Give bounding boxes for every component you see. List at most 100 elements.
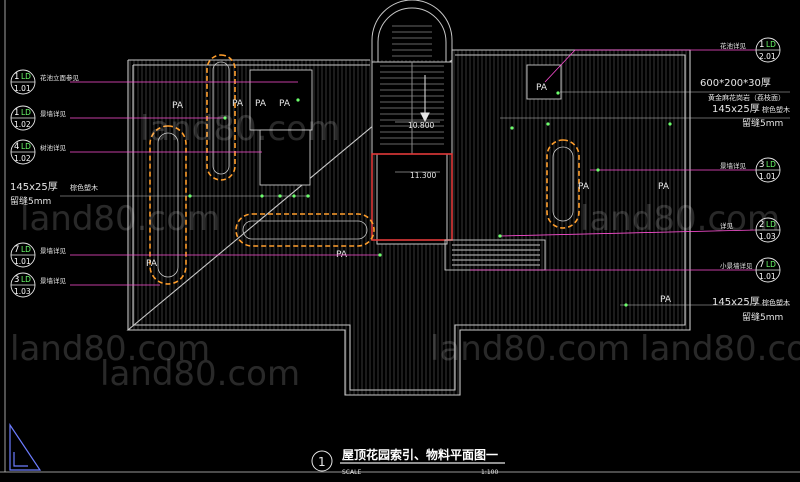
planter-3 <box>235 213 375 247</box>
callout-sheet: 1.01 <box>14 84 31 93</box>
callout-number: 7 <box>759 260 764 270</box>
planter-label-1: PA <box>172 101 184 111</box>
watermark-2: land80.com <box>20 199 220 239</box>
marker-dots <box>188 91 672 307</box>
callout-tag: LD <box>21 142 31 151</box>
callout-number: 4 <box>14 142 19 152</box>
planter-4 <box>546 139 580 229</box>
callout-tag: LD <box>766 260 776 269</box>
level-2: 11.300 <box>410 171 436 180</box>
leaders-left <box>70 81 380 286</box>
planter-label-9: PA <box>658 182 670 192</box>
material-note-right1-sub: 留缝5mm <box>742 117 783 129</box>
watermark-7: land80.com <box>100 354 300 394</box>
watermark-6: land80.com <box>640 329 800 369</box>
stair-arrow <box>420 75 430 123</box>
callout-tag: LD <box>21 108 31 117</box>
title-number: 1 <box>318 455 326 469</box>
callout-number: 7 <box>14 245 19 255</box>
level-1: 10.800 <box>408 121 434 130</box>
callout-note: 详见 <box>720 221 734 230</box>
watermarks: land80.com land80.com land80.com land80.… <box>10 109 800 394</box>
planter-2 <box>149 125 187 285</box>
leaders-right-material <box>500 91 790 306</box>
callout-sheet: 1.01 <box>759 272 776 281</box>
planter-label-5: PA <box>536 83 548 93</box>
watermark-3: land80.com <box>580 199 780 239</box>
watermark-4: land80.com <box>10 329 210 369</box>
roof-outline <box>126 49 691 396</box>
material-note-granite-sub: 黄金麻花岗岩（荔枝面） <box>708 93 785 102</box>
material-note-left-size: 145x25厚 <box>10 181 58 193</box>
callout-sheet: 1.02 <box>14 120 31 129</box>
planter-label-8: PA <box>578 182 590 192</box>
lift-core <box>371 153 453 241</box>
material-note-right1-size: 145x25厚 <box>712 103 760 115</box>
planters <box>149 54 580 285</box>
material-note-left-sub: 留缝5mm <box>10 195 51 207</box>
callout-sheet: 1.01 <box>759 172 776 181</box>
leaders-right <box>470 49 757 271</box>
title-text: 屋顶花园索引、物料平面图一 <box>342 447 498 462</box>
planter-label-10: PA <box>660 295 672 305</box>
watermark-5: land80.com <box>430 329 630 369</box>
title-block: 1 屋顶花园索引、物料平面图一 SCALE 1:100 <box>311 447 505 476</box>
callout-tag: LD <box>21 72 31 81</box>
callout-number: 3 <box>759 160 764 170</box>
callout-sheet: 1.03 <box>14 287 31 296</box>
callout-tag: LD <box>21 275 31 284</box>
callout-tag: LD <box>766 40 776 49</box>
ucs-icon <box>9 423 42 471</box>
material-notes: 145x25厚 棕色塑木 留缝5mm 600*200*30厚 黄金麻花岗岩（荔枝… <box>10 77 790 323</box>
callout-note: 景墙详见 <box>720 161 747 170</box>
callout-note: 花池详见 <box>720 41 747 50</box>
material-note-left-desc: 棕色塑木 <box>70 183 98 192</box>
planter-label-6: PA <box>146 259 158 269</box>
callout-note: 小景墙详见 <box>720 261 753 270</box>
callout-number: 1 <box>14 108 19 118</box>
material-note-right2-size: 145x25厚 <box>712 296 760 308</box>
scale-value: 1:100 <box>481 469 498 476</box>
callout-sheet: 2.01 <box>759 52 776 61</box>
watermark-1: land80.com <box>140 109 340 149</box>
planter-inner <box>157 61 574 278</box>
stair-steps <box>380 25 444 145</box>
callout-number: 1 <box>14 72 19 82</box>
callout-note: 景墙详见 <box>40 276 67 285</box>
planter-label-3: PA <box>255 99 267 109</box>
planter-label-2: PA <box>232 99 244 109</box>
callout-note: 景墙详见 <box>40 246 67 255</box>
material-note-granite-size: 600*200*30厚 <box>700 77 771 89</box>
callout-number: 3 <box>14 275 19 285</box>
callout-sheet: 1.02 <box>14 154 31 163</box>
callout-number: 1 <box>759 40 764 50</box>
level-markers: 10.800 11.300 <box>395 121 440 180</box>
callout-tag: LD <box>766 220 776 229</box>
callout-note: 花池立面参见 <box>40 73 80 82</box>
callout-number: 2 <box>759 220 764 230</box>
callout-sheet: 1.03 <box>759 232 776 241</box>
callout-note: 景墙详见 <box>40 109 67 118</box>
callout-note: 树池详见 <box>40 143 67 152</box>
material-note-right2-sub: 留缝5mm <box>742 311 783 323</box>
callout-tag: LD <box>766 160 776 169</box>
title-number-circle <box>311 450 333 472</box>
callout-tag: LD <box>21 245 31 254</box>
material-note-right1-desc: 棕色塑木 <box>762 105 790 114</box>
material-note-right2-desc: 棕色塑木 <box>762 298 790 307</box>
planter-label-4: PA <box>279 99 291 109</box>
scale-label: SCALE <box>342 469 361 476</box>
